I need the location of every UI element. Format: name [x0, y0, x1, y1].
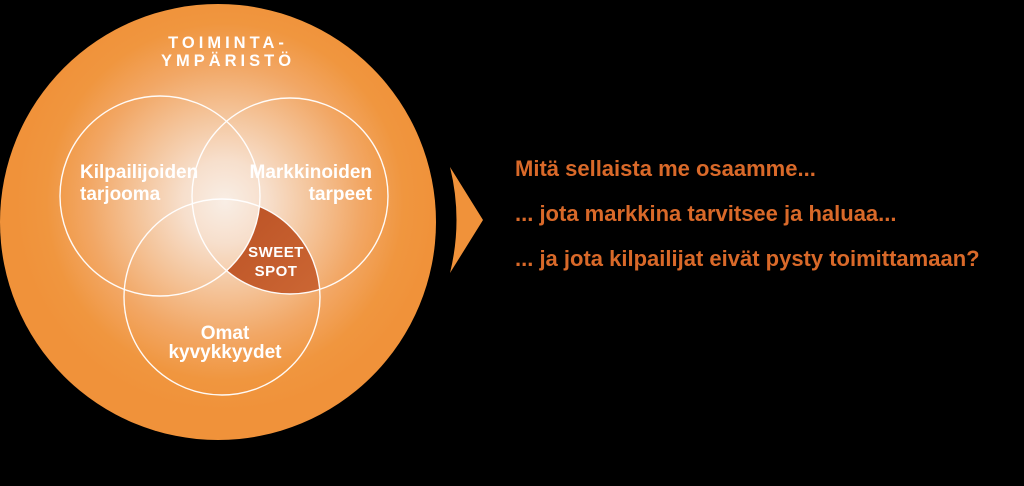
- label-competitors-offering: Kilpailijoiden tarjooma: [80, 162, 240, 206]
- venn-title-line2: YMPÄRISTÖ: [160, 52, 296, 70]
- right-arrow-icon: [450, 167, 483, 273]
- questions-block: Mitä sellaista me osaamme... ... jota ma…: [515, 155, 1020, 290]
- question-line-1: Mitä sellaista me osaamme...: [515, 156, 816, 181]
- sweet-spot-line1: SWEET: [248, 244, 304, 261]
- circle-competitors: [59, 95, 261, 297]
- sweet-spot-shape: [226, 206, 320, 295]
- sweet-spot-line2: SPOT: [254, 263, 298, 280]
- label-capabilities-line2: kyvykkyydet: [168, 342, 282, 363]
- label-competitors-line2: tarjooma: [80, 184, 161, 205]
- circle-market: [191, 97, 389, 295]
- label-capabilities-line1: Omat: [200, 323, 250, 344]
- question-line-2: ... jota markkina tarvitsee ja haluaa...: [515, 201, 897, 226]
- label-competitors-line1: Kilpailijoiden: [80, 162, 199, 183]
- question-line-3: ... ja jota kilpailijat eivät pysty toim…: [515, 246, 980, 271]
- label-market-line1: Markkinoiden: [249, 162, 372, 183]
- venn-title: TOIMINTA- YMPÄRISTÖ: [98, 34, 358, 70]
- venn-diagram: [0, 4, 483, 440]
- circle-capabilities: [123, 198, 321, 396]
- sweet-spot-label: SWEET SPOT: [234, 243, 318, 281]
- label-market-needs: Markkinoiden tarpeet: [222, 162, 372, 206]
- label-market-line2: tarpeet: [308, 184, 372, 205]
- venn-title-line1: TOIMINTA-: [168, 34, 288, 52]
- environment-circle: [0, 4, 436, 440]
- label-own-capabilities: Omat kyvykkyydet: [150, 324, 300, 362]
